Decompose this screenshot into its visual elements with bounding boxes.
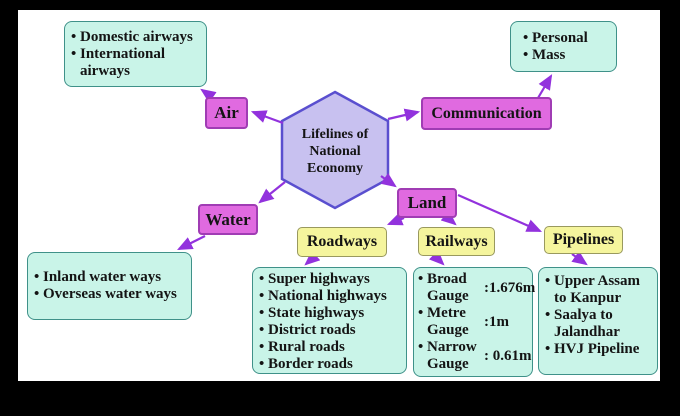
node-communication-label: Communication (431, 104, 542, 122)
bullet-icon: • (545, 273, 551, 289)
list-item: • Border roads (259, 356, 353, 373)
bullet-icon: • (259, 271, 265, 287)
bullet-icon: • (259, 356, 265, 372)
gauge-row: • Metre Gauge :1m (418, 305, 509, 339)
bullet-icon: • (259, 288, 265, 304)
bullet-icon: • (545, 341, 551, 357)
bullet-icon: • (545, 307, 551, 323)
water-details-box: • Inland water ways • Overseas water way… (27, 252, 192, 320)
list-item: • International airways (71, 46, 204, 80)
list-item: • Saalya to Jalandhar (545, 307, 655, 341)
bullet-icon: • (259, 339, 265, 355)
gauge-row: • Narrow Gauge : 0.61m (418, 339, 532, 373)
list-item: • Super highways (259, 271, 370, 288)
bullet-icon: • (34, 269, 40, 285)
bullet-icon: • (34, 286, 40, 302)
list-item: • Rural roads (259, 339, 345, 356)
center-node-label: Lifelines of National Economy (301, 127, 369, 176)
pipelines-details-box: • Upper Assam to Kanpur • Saalya to Jala… (538, 267, 658, 375)
bullet-icon: • (523, 29, 529, 46)
node-land: Land (397, 188, 457, 218)
node-land-label: Land (407, 193, 447, 212)
node-roadways-label: Roadways (306, 233, 378, 250)
node-water: Water (198, 204, 258, 235)
water-detail-text: Inland water ways (43, 269, 162, 285)
pipelines-detail-text: HVJ Pipeline (554, 341, 640, 357)
node-air-label: Air (214, 103, 239, 122)
gauge-name: Narrow Gauge (427, 339, 477, 372)
node-pipelines: Pipelines (544, 226, 623, 254)
bullet-icon: • (259, 322, 265, 338)
list-item: • Inland water ways (34, 269, 161, 286)
roadways-detail-text: Border roads (268, 356, 353, 372)
node-pipelines-label: Pipelines (552, 231, 615, 248)
roadways-details-box: • Super highways • National highways • S… (252, 267, 407, 374)
node-railways: Railways (418, 227, 495, 256)
pipelines-detail-text: Upper Assam to Kanpur (554, 273, 640, 306)
roadways-detail-text: National highways (268, 288, 387, 304)
air-detail-text: Domestic airways (80, 28, 193, 45)
node-railways-label: Railways (425, 232, 488, 250)
list-item: • HVJ Pipeline (545, 341, 639, 358)
node-roadways: Roadways (297, 227, 387, 257)
communication-details-box: • Personal • Mass (510, 21, 617, 72)
list-item: • Overseas water ways (34, 286, 177, 303)
node-air: Air (205, 97, 248, 129)
air-detail-text: International airways (80, 45, 166, 79)
roadways-detail-text: State highways (268, 305, 365, 321)
railways-details-box: • Broad Gauge :1.676m • Metre Gauge :1m … (413, 267, 535, 377)
roadways-detail-text: District roads (268, 322, 356, 338)
bullet-icon: • (71, 45, 77, 62)
gauge-value: :1.676m (484, 279, 536, 296)
air-details-box: • Domestic airways • International airwa… (64, 21, 207, 87)
bullet-icon: • (523, 46, 529, 63)
gauge-row: • Broad Gauge :1.676m (418, 271, 535, 305)
roadways-detail-text: Super highways (268, 271, 370, 287)
list-item: • State highways (259, 305, 364, 322)
list-item: • Upper Assam to Kanpur (545, 273, 655, 307)
water-detail-text: Overseas water ways (43, 286, 177, 302)
node-communication: Communication (421, 97, 552, 130)
bullet-icon: • (71, 28, 77, 45)
gauge-name: Broad Gauge (427, 271, 469, 304)
list-item: • Domestic airways (71, 29, 193, 46)
bullet-icon: • (418, 339, 424, 355)
list-item: • Mass (523, 47, 565, 64)
bullet-icon: • (418, 271, 424, 287)
gauge-name: Metre Gauge (427, 305, 469, 338)
roadways-detail-text: Rural roads (268, 339, 345, 355)
pipelines-detail-text: Saalya to Jalandhar (554, 307, 620, 340)
list-item: • District roads (259, 322, 356, 339)
gauge-value: :1m (484, 313, 509, 330)
communication-detail-text: Personal (532, 29, 588, 46)
bullet-icon: • (418, 305, 424, 321)
node-water-label: Water (205, 209, 251, 229)
list-item: • Personal (523, 30, 588, 47)
communication-detail-text: Mass (532, 46, 566, 63)
list-item: • National highways (259, 288, 387, 305)
bullet-icon: • (259, 305, 265, 321)
gauge-value: : 0.61m (484, 347, 532, 364)
